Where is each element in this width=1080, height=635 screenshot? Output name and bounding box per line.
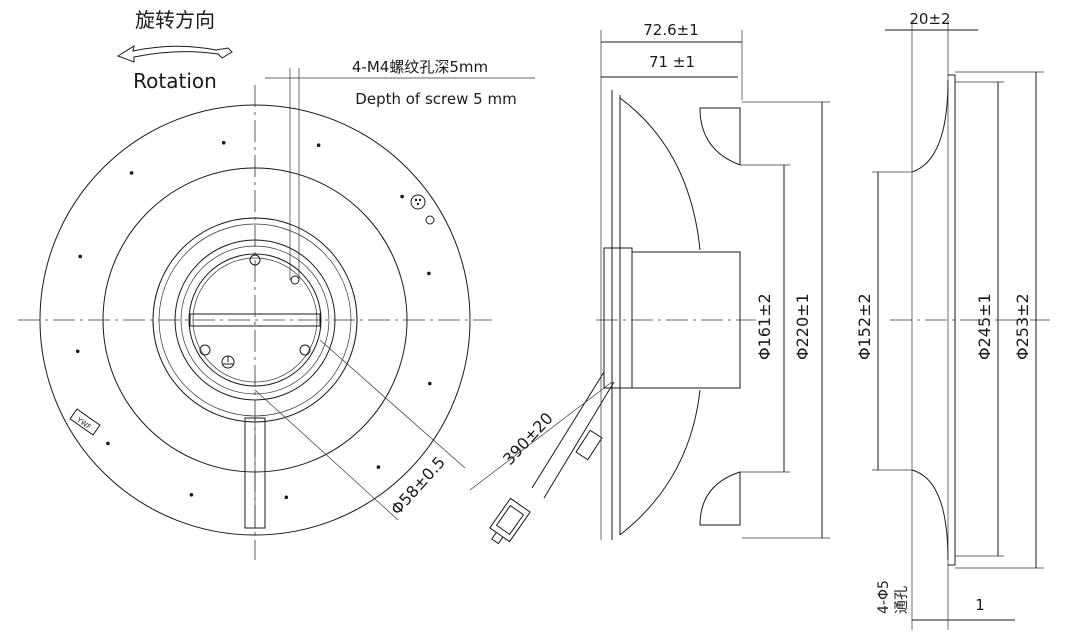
holes-note: 4-Φ5 [876, 580, 892, 614]
front-view: YWF 4-M4螺纹孔深5mm Depth of screw 5 mm Φ58±… [18, 58, 535, 560]
cable-assembly: 390±20 [469, 371, 615, 545]
ground-icon [221, 355, 235, 369]
cable-length-label: 390±20 [499, 409, 557, 469]
cable-plug-icon [489, 497, 531, 545]
rim-rivet-dot [78, 254, 82, 259]
rim-rivet-dot [428, 381, 432, 386]
side-blade-top [619, 97, 701, 251]
rim-rivet-dot [221, 140, 226, 145]
side-motor-flange [603, 247, 633, 389]
screw-hole-lower-right [299, 344, 311, 356]
rim-rivet-dot [316, 143, 321, 147]
dia245-label: Φ245±1 [975, 293, 994, 360]
rim-rivet-dot [376, 465, 381, 469]
screw-note-en: Depth of screw 5 mm [355, 90, 516, 108]
side-inlet-top [699, 107, 741, 166]
dia220-label: Φ220±1 [793, 293, 812, 360]
screw-hole-top [249, 254, 261, 266]
rim-rivet-dot [284, 495, 289, 500]
label-plate: YWF [69, 408, 101, 436]
hub-dim-line-2 [254, 389, 399, 521]
screw-hole-left [199, 344, 211, 356]
rim-rivet-dot [106, 441, 110, 446]
section-view: 20±2 Φ152±2 Φ245±1 Φ253±2 4-Φ5 通孔 1 [855, 10, 1050, 630]
rim-rivet-dot [400, 194, 404, 199]
hub-dim-line-1 [319, 339, 466, 469]
side-inlet-bottom [699, 471, 741, 526]
dia152-label: Φ152±2 [855, 293, 874, 360]
overall-depth-label: 72.6±1 [643, 21, 699, 39]
rim-rivet-dot [189, 493, 194, 497]
dia161-label: Φ161±2 [755, 293, 774, 360]
screw-hole-right [290, 275, 300, 285]
screw-note-cn: 4-M4螺纹孔深5mm [352, 58, 488, 76]
cable-sleeve [575, 429, 603, 461]
rotation-label-cn: 旋转方向 [135, 8, 215, 32]
cable-sheath [531, 371, 615, 499]
body-depth-label: 71 ±1 [649, 53, 695, 71]
dia253-label: Φ253±2 [1013, 293, 1032, 360]
ring-curve-bottom [911, 469, 949, 561]
thickness-label: 1 [975, 596, 985, 614]
rim-rivet-dot [129, 171, 134, 175]
hub-diameter-label: Φ58±0.5 [387, 453, 449, 519]
rim-rivet-dot [75, 349, 80, 354]
rim-rivet-dot [427, 271, 431, 276]
side-view: 72.6±1 71 ±1 Φ161±2 Φ220±1 [596, 21, 830, 540]
rotation-arrow-icon [116, 44, 233, 63]
connector-icon [410, 194, 435, 225]
rotation-indicator: 旋转方向 Rotation [116, 8, 233, 93]
width-label: 20±2 [909, 10, 950, 28]
side-back-plate [611, 90, 621, 540]
cable-dim-line [469, 381, 613, 491]
rotation-label-en: Rotation [133, 69, 217, 93]
ring-curve-top [911, 79, 949, 173]
side-blade-bottom [619, 389, 701, 536]
holes-note-cn: 通孔 [894, 586, 910, 614]
